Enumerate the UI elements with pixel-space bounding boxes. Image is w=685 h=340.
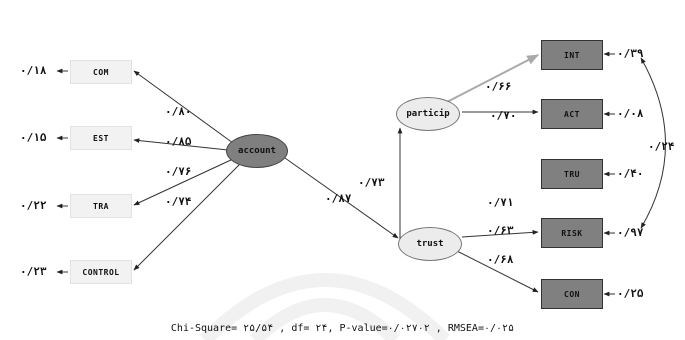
indicator-label: CONTROL [82, 267, 120, 277]
loading-com: ۰/۸۰ [165, 105, 192, 118]
latent-label: trust [416, 239, 444, 249]
indicator-con: CON [541, 279, 603, 309]
latent-label: particip [406, 109, 450, 119]
loading-risk: ۰/۶۳ [487, 224, 514, 237]
error-value-est: ۰/۱۵ [20, 131, 47, 144]
path-account-tra [133, 158, 234, 206]
loading-con: ۰/۶۸ [487, 253, 514, 266]
error-value-con: ۰/۲۵ [617, 287, 644, 300]
error-value-tru: ۰/۴۰ [617, 167, 644, 180]
latent-account: account [226, 134, 288, 168]
indicator-est: EST [70, 126, 132, 150]
indicator-risk: RISK [541, 218, 603, 248]
covariance-value: ۰/۲۴ [648, 140, 675, 153]
indicator-int: INT [541, 40, 603, 70]
latent-particip: particip [396, 97, 460, 131]
loading-tru: ۰/۷۱ [487, 196, 514, 209]
path-account-est [133, 138, 229, 151]
indicator-act: ACT [541, 99, 603, 129]
indicator-com: COM [70, 60, 132, 84]
loading-act: ۰/۷۰ [490, 109, 517, 122]
indicator-tra: TRA [70, 194, 132, 218]
loading-int: ۰/۶۶ [485, 80, 512, 93]
indicator-label: INT [564, 50, 580, 60]
path-account-control [133, 161, 243, 271]
path-account-trust [284, 157, 399, 239]
indicator-control: CONTROL [70, 260, 132, 284]
error-value-tra: ۰/۲۲ [20, 199, 47, 212]
indicator-label: COM [93, 67, 109, 77]
path-account-com [133, 70, 234, 144]
path-particip-int [444, 54, 540, 104]
latent-label: account [238, 146, 276, 156]
error-value-act: ۰/۰۸ [617, 107, 644, 120]
error-value-int: ۰/۳۹ [617, 47, 644, 60]
indicator-label: RISK [561, 228, 583, 238]
indicator-tru: TRU [541, 159, 603, 189]
fit-statistics: Chi-Square= ۲۵/۵۴ , df= ۲۴, P-value=۰/۰۲… [170, 323, 515, 334]
path-value-account-trust: ۰/۸۷ [325, 192, 352, 205]
loading-tra: ۰/۷۶ [165, 165, 192, 178]
indicator-label: TRU [564, 169, 580, 179]
indicator-label: EST [93, 133, 109, 143]
path-trust-con [454, 249, 539, 293]
error-value-risk: ۰/۹۷ [617, 226, 644, 239]
path-trust-risk [461, 229, 539, 238]
watermark-logo [200, 273, 450, 340]
path-value-trust-particip: ۰/۷۳ [358, 176, 385, 189]
loading-est: ۰/۸۵ [165, 135, 192, 148]
indicator-label: ACT [564, 109, 580, 119]
covariance-int-risk [640, 57, 666, 229]
latent-trust: trust [398, 227, 462, 261]
indicator-label: CON [564, 289, 580, 299]
loading-control: ۰/۷۴ [165, 195, 192, 208]
error-value-com: ۰/۱۸ [20, 64, 47, 77]
indicator-label: TRA [93, 201, 109, 211]
error-value-control: ۰/۲۳ [20, 265, 47, 278]
